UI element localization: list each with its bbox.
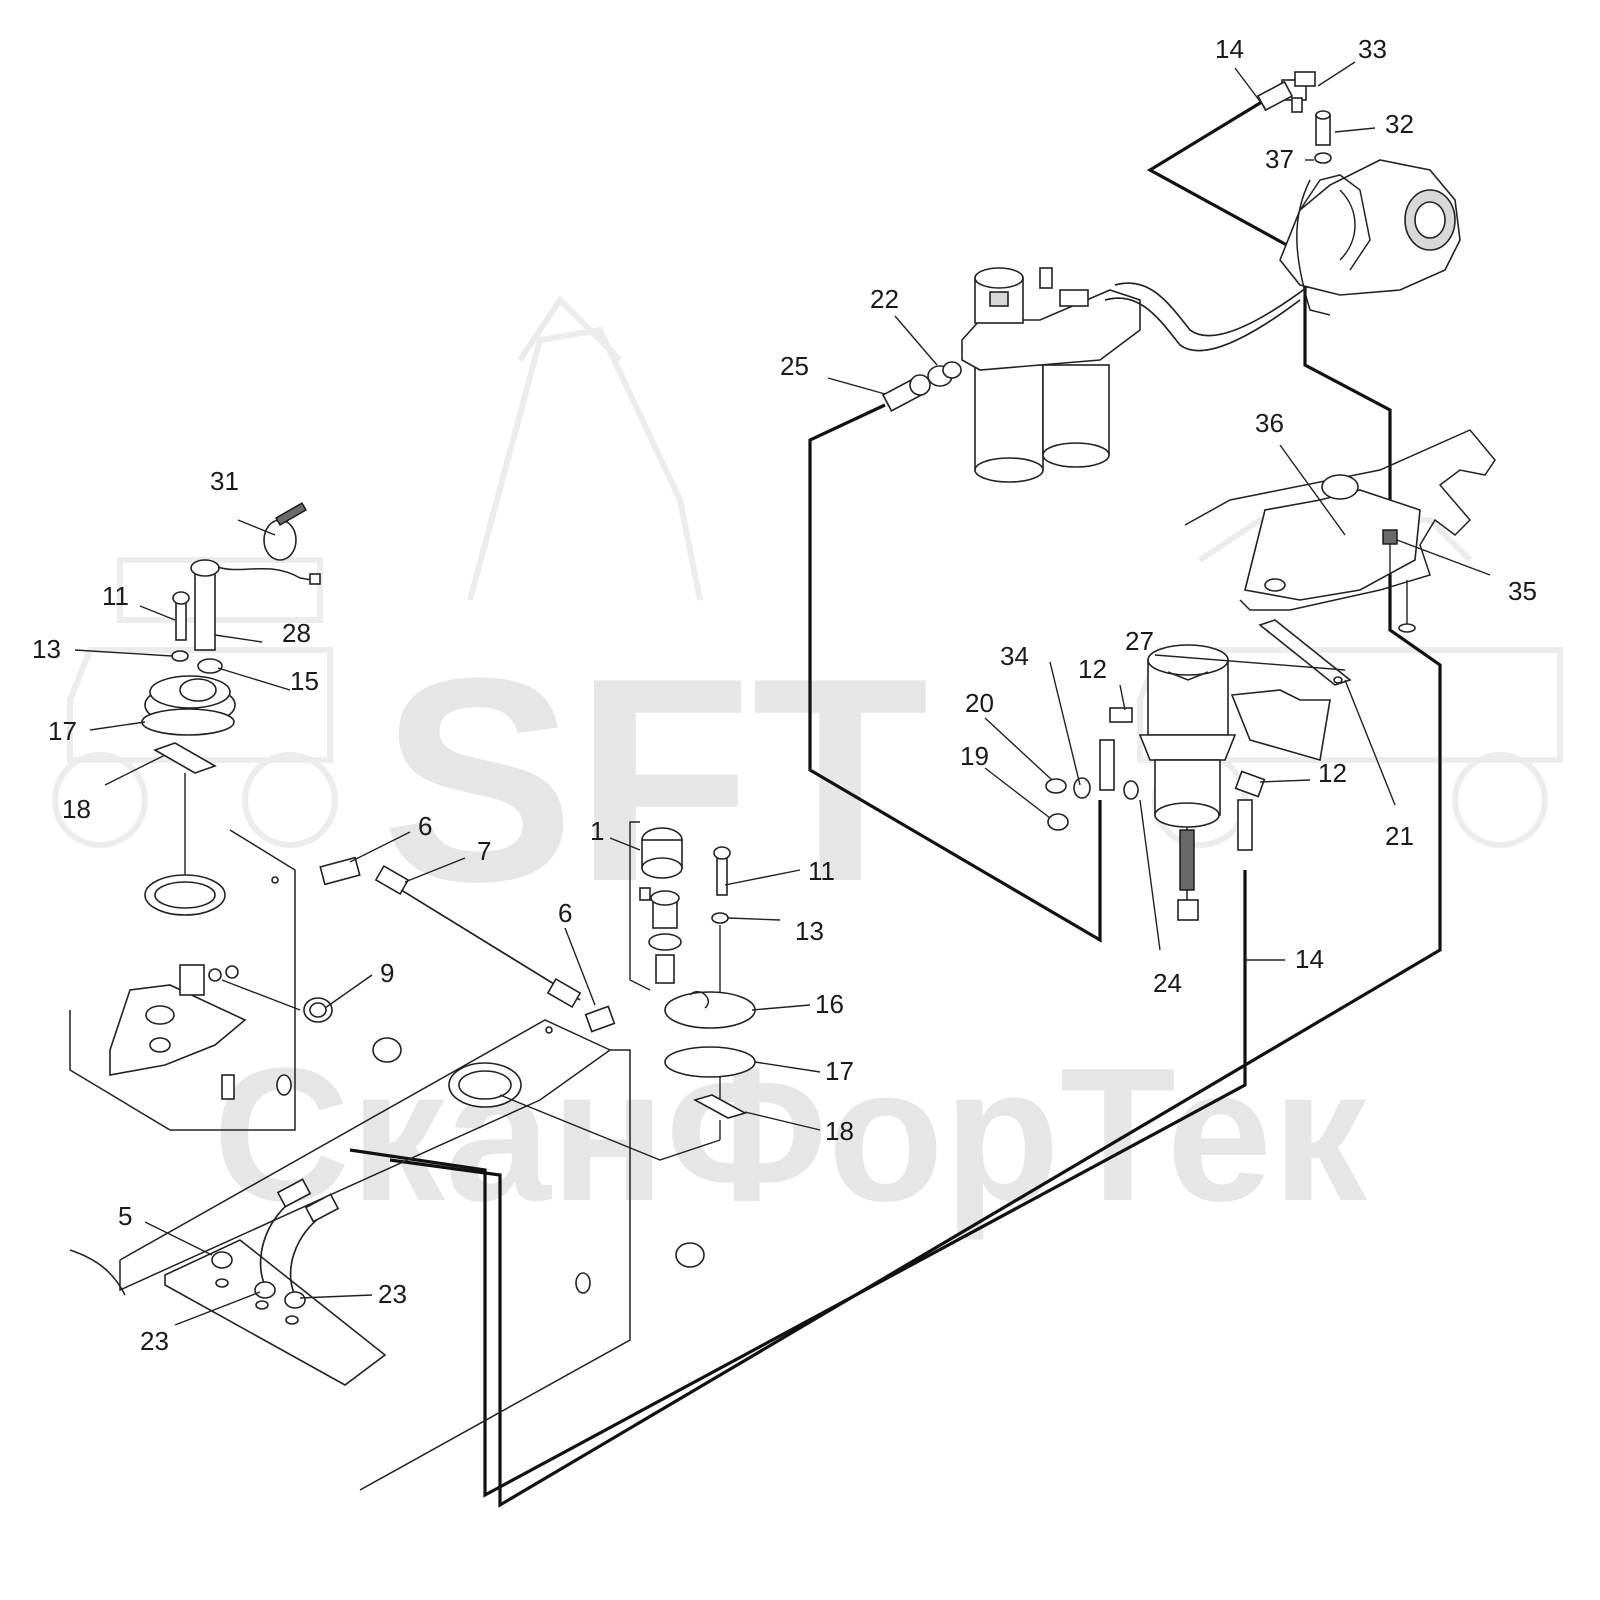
fitting-12-top xyxy=(1109,707,1133,723)
fuel-line-25 xyxy=(808,403,1102,943)
washer-13-left xyxy=(171,650,189,662)
fitting-23-left xyxy=(254,1281,276,1299)
callout-25: 25 xyxy=(780,351,809,381)
fuel-line-return-long xyxy=(389,255,1442,1508)
callout-12-right: 12 xyxy=(1318,758,1347,788)
watermark-excavator xyxy=(52,295,1563,848)
fuel-injection-pump xyxy=(1256,71,1461,316)
fuel-line-14-lower xyxy=(349,870,1247,1498)
bracket-1 xyxy=(629,821,651,991)
ring-20 xyxy=(1045,778,1067,794)
cover-16 xyxy=(664,991,756,1029)
o-ring-15 xyxy=(197,658,223,674)
fuel-sender-assembly xyxy=(141,502,321,916)
leader-lines xyxy=(74,61,1491,1326)
fuel-lines xyxy=(349,98,1442,1508)
washer-13-right xyxy=(711,912,729,924)
callout-24: 24 xyxy=(1153,968,1182,998)
watermark-brand: СканФорТек xyxy=(213,1029,1368,1241)
sender-tube-28 xyxy=(194,569,216,651)
callout-18-right: 18 xyxy=(825,1116,854,1146)
expansion-tank-36 xyxy=(1244,489,1421,601)
callout-9: 9 xyxy=(380,958,394,988)
bottom-fittings xyxy=(211,1178,340,1309)
fitting-12-right xyxy=(1234,770,1266,798)
callout-1: 1 xyxy=(590,816,604,846)
drain-plug-bottom xyxy=(675,1242,705,1268)
elbow-6-top xyxy=(319,856,361,886)
watermark: SFT СканФорТек xyxy=(52,295,1563,1241)
fuel-line-pump-return xyxy=(1146,98,1306,257)
washer-24 xyxy=(1123,780,1139,800)
hose-clip-31 xyxy=(263,519,297,561)
watermark-logo: SFT xyxy=(381,618,929,942)
bracket-outline xyxy=(1184,429,1496,611)
callout-37: 37 xyxy=(1265,144,1294,174)
bolt-19 xyxy=(1047,813,1069,831)
clip-34 xyxy=(1073,777,1091,799)
pump-body xyxy=(1279,159,1461,296)
callout-18-left: 18 xyxy=(62,794,91,824)
callout-6-top: 6 xyxy=(418,811,432,841)
dual-fuel-filter xyxy=(881,267,1311,483)
callout-20: 20 xyxy=(965,688,994,718)
expansion-tank-bracket xyxy=(1184,429,1496,686)
separator-bracket xyxy=(1230,689,1331,762)
plate-18-left xyxy=(153,742,217,774)
callout-33: 33 xyxy=(1358,34,1387,64)
fitting-23-right xyxy=(284,1291,306,1309)
callout-labels: 14 33 32 37 22 25 36 35 27 34 12 20 19 1… xyxy=(32,34,1537,1356)
filler-cap-assembly xyxy=(499,821,756,1161)
callout-16: 16 xyxy=(815,989,844,1019)
hose-7-assembly xyxy=(179,856,705,1268)
callout-7: 7 xyxy=(477,836,491,866)
washer-37 xyxy=(1314,152,1332,164)
callout-14-top: 14 xyxy=(1215,34,1244,64)
callout-5: 5 xyxy=(118,1201,132,1231)
callout-32: 32 xyxy=(1385,109,1414,139)
plug-5 xyxy=(211,1251,233,1269)
callout-17-left: 17 xyxy=(48,716,77,746)
callout-34: 34 xyxy=(1000,641,1029,671)
callout-35: 35 xyxy=(1508,576,1537,606)
tank-cap xyxy=(1321,474,1359,500)
callout-6-lower: 6 xyxy=(558,898,572,928)
callout-14-bottom: 14 xyxy=(1295,944,1324,974)
filter-canister-left xyxy=(974,364,1044,471)
callout-21: 21 xyxy=(1385,821,1414,851)
callout-36: 36 xyxy=(1255,408,1284,438)
callout-11-left: 11 xyxy=(102,581,129,611)
plate-18-right xyxy=(692,1094,748,1119)
callout-28: 28 xyxy=(282,618,311,648)
filter-canister-right xyxy=(1042,364,1110,456)
gasket-17-right xyxy=(664,1046,756,1078)
callout-23-left: 23 xyxy=(140,1326,169,1356)
callout-23-right: 23 xyxy=(378,1279,407,1309)
elbow-6-lower xyxy=(584,1005,616,1033)
tank-outline-left xyxy=(69,829,296,1131)
tank-bottom-plate xyxy=(164,1239,387,1386)
callout-11-right: 11 xyxy=(808,856,835,886)
fuel-tank xyxy=(69,829,631,1491)
drain-plug-top xyxy=(372,1037,402,1063)
callout-22: 22 xyxy=(870,284,899,314)
callout-19: 19 xyxy=(960,741,989,771)
callout-31: 31 xyxy=(210,466,239,496)
callout-15: 15 xyxy=(290,666,319,696)
callout-13-right: 13 xyxy=(795,916,824,946)
mounting-bracket xyxy=(109,984,247,1076)
callout-17-right: 17 xyxy=(825,1056,854,1086)
sensor-35 xyxy=(1382,529,1398,545)
callout-12-top: 12 xyxy=(1078,654,1107,684)
callout-13-left: 13 xyxy=(32,634,61,664)
gasket-17-left xyxy=(141,708,235,736)
water-separator xyxy=(1045,644,1331,921)
callout-27: 27 xyxy=(1125,626,1154,656)
